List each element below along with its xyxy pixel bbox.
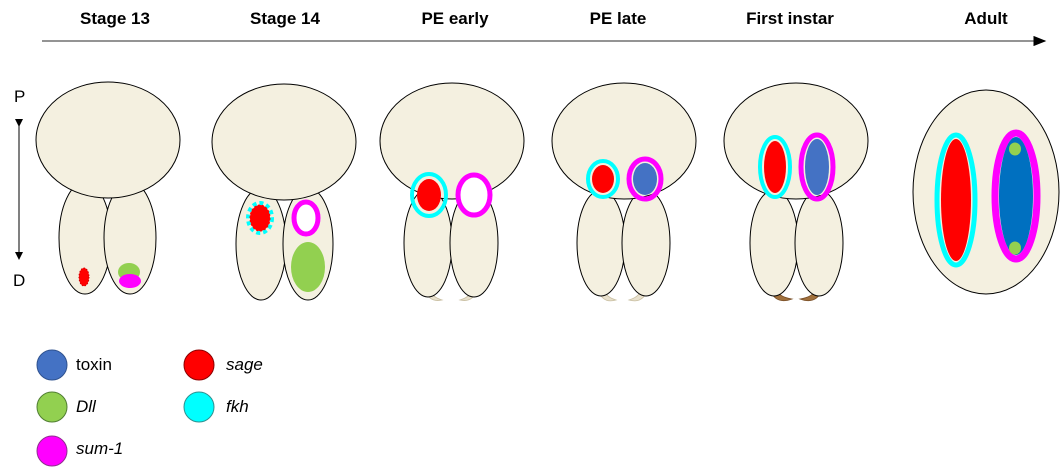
- legend-swatch-toxin: [37, 350, 67, 380]
- first-instar-right-lobe: [795, 190, 843, 296]
- pe-early-gland: [380, 83, 524, 301]
- legend-swatch-sage: [184, 350, 214, 380]
- first-instar-sage-spot: [764, 141, 786, 193]
- adult-dll-spot-top: [1009, 143, 1021, 156]
- stage13-sage-spot: [79, 268, 89, 286]
- stage13-gland: [36, 82, 180, 294]
- stage14-sum1-ring: [294, 202, 318, 234]
- pe-late-head: [552, 83, 696, 199]
- stage13-sum1-spot: [119, 274, 141, 288]
- pe-early-head: [380, 83, 524, 199]
- legend-swatch-fkh: [184, 392, 214, 422]
- stage14-head: [212, 84, 356, 200]
- legend-swatch-sum1: [37, 436, 67, 466]
- first-instar-left-lobe: [750, 190, 798, 296]
- pe-late-gland: [552, 83, 696, 301]
- first-instar-head: [724, 83, 868, 199]
- adult-dll-spot-bottom: [1009, 242, 1021, 255]
- pe-early-sage-spot: [417, 179, 441, 211]
- pe-late-right-lobe: [622, 190, 670, 296]
- pe-late-left-lobe: [577, 190, 625, 296]
- pe-early-sum1-ring: [458, 175, 490, 215]
- stage14-gland: [212, 84, 356, 300]
- pe-late-sage-spot: [592, 165, 614, 193]
- legend-swatch-dll: [37, 392, 67, 422]
- stage14-sage-spot: [250, 205, 270, 231]
- stage14-dll-spot: [291, 242, 325, 292]
- pe-late-toxin-spot: [633, 163, 657, 195]
- adult-sage-spot: [941, 139, 971, 261]
- first-instar-gland: [724, 83, 868, 301]
- stage13-head: [36, 82, 180, 198]
- adult-gland: [913, 90, 1059, 294]
- first-instar-toxin-spot: [805, 139, 829, 195]
